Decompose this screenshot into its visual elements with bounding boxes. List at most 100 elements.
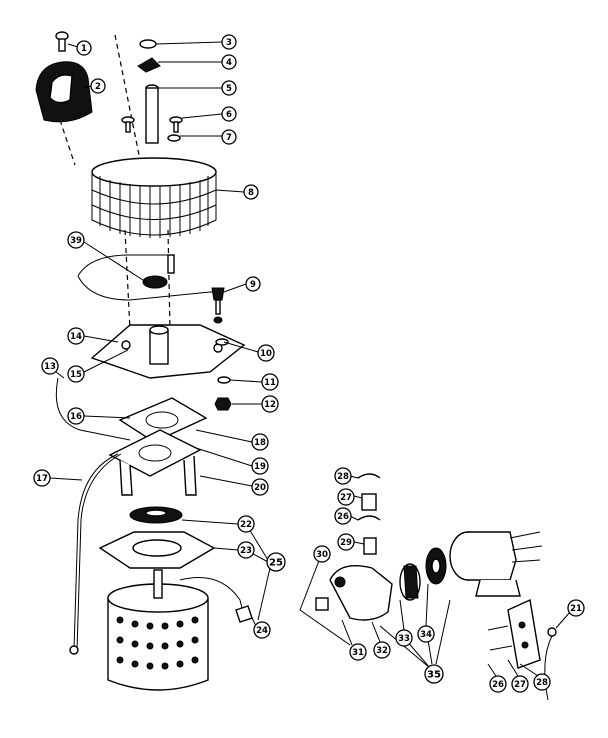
label-28-right: 28 [334, 467, 352, 485]
label-10: 10 [257, 344, 275, 362]
label-23: 23 [237, 541, 255, 559]
svg-text:24: 24 [256, 626, 268, 636]
svg-text:26: 26 [492, 680, 504, 690]
label-15: 15 [67, 365, 85, 383]
svg-text:22: 22 [240, 520, 252, 530]
svg-text:6: 6 [226, 110, 232, 120]
svg-text:21: 21 [570, 604, 582, 614]
label-27-bottom: 27 [511, 675, 529, 693]
svg-text:15: 15 [70, 370, 82, 380]
label-39: 39 [67, 231, 85, 249]
part-washer-10 [215, 338, 229, 346]
label-20: 20 [251, 478, 269, 496]
label-14: 14 [67, 327, 85, 345]
label-13: 13 [41, 357, 59, 375]
svg-text:1: 1 [81, 44, 87, 54]
part-impeller [399, 563, 421, 601]
label-7: 7 [221, 129, 237, 145]
svg-text:10: 10 [260, 349, 272, 359]
svg-text:19: 19 [254, 462, 266, 472]
svg-text:23: 23 [240, 546, 252, 556]
part-clip-2 [357, 515, 381, 521]
label-17: 17 [33, 469, 51, 487]
part-washer-11 [217, 376, 231, 384]
label-29: 29 [337, 533, 355, 551]
svg-text:31: 31 [352, 648, 364, 658]
svg-text:4: 4 [226, 58, 232, 68]
svg-text:7: 7 [226, 133, 232, 143]
label-5: 5 [221, 80, 237, 96]
svg-text:34: 34 [420, 630, 432, 640]
svg-text:8: 8 [248, 188, 254, 198]
label-11: 11 [261, 373, 279, 391]
label-18: 18 [251, 433, 269, 451]
label-19: 19 [251, 457, 269, 475]
svg-text:9: 9 [250, 280, 256, 290]
label-1: 1 [76, 40, 92, 56]
label-4: 4 [221, 54, 237, 70]
label-22: 22 [237, 515, 255, 533]
part-bushing-30 [315, 597, 329, 611]
label-30: 30 [313, 545, 331, 563]
part-washer [139, 39, 157, 49]
svg-text:3: 3 [226, 38, 232, 48]
svg-text:14: 14 [70, 332, 82, 342]
label-28-bottom: 28 [533, 673, 551, 691]
part-motor [107, 569, 253, 691]
part-basket [91, 157, 217, 238]
label-24: 24 [253, 621, 271, 639]
label-25: 25 [266, 552, 286, 572]
dashed-guides [59, 34, 171, 331]
part-power-cord [69, 453, 122, 655]
part-shaft [145, 84, 159, 144]
label-34: 34 [417, 625, 435, 643]
part-switch-cord [77, 254, 225, 324]
label-2: 2 [90, 78, 106, 94]
part-clip [137, 57, 161, 73]
part-washer-7 [167, 134, 181, 142]
svg-text:28: 28 [536, 678, 548, 688]
svg-text:26: 26 [337, 512, 349, 522]
svg-text:17: 17 [36, 474, 48, 484]
part-ground-wire [544, 627, 557, 701]
part-sleeve [361, 493, 377, 511]
svg-text:5: 5 [226, 84, 232, 94]
svg-text:12: 12 [264, 400, 276, 410]
part-pump-housing [329, 565, 393, 621]
svg-text:18: 18 [254, 438, 266, 448]
label-26-right: 26 [334, 507, 352, 525]
part-motor-bracket [108, 429, 202, 496]
svg-text:39: 39 [70, 236, 82, 246]
label-21: 21 [567, 599, 585, 617]
svg-text:30: 30 [316, 550, 328, 560]
part-wire-13 [55, 377, 131, 441]
part-plate [90, 324, 246, 379]
svg-text:13: 13 [44, 362, 56, 372]
label-3: 3 [221, 34, 237, 50]
label-32: 32 [373, 641, 391, 659]
svg-text:29: 29 [340, 538, 352, 548]
svg-text:32: 32 [376, 646, 388, 656]
label-9: 9 [245, 276, 261, 292]
part-nut-12 [214, 397, 232, 411]
label-16: 16 [67, 407, 85, 425]
svg-text:27: 27 [514, 680, 526, 690]
svg-text:28: 28 [337, 472, 349, 482]
part-terminal-plate [487, 598, 541, 669]
label-26-bottom: 26 [489, 675, 507, 693]
part-seal [425, 547, 447, 585]
part-cap [35, 61, 93, 123]
part-screw [55, 31, 69, 52]
svg-text:35: 35 [427, 670, 441, 681]
label-31: 31 [349, 643, 367, 661]
svg-text:27: 27 [340, 493, 352, 503]
part-mount-ring [98, 531, 216, 569]
part-spring-clip [357, 473, 381, 479]
part-disc [129, 506, 183, 524]
part-bushing [363, 537, 377, 555]
label-6: 6 [221, 106, 237, 122]
label-27-right: 27 [337, 488, 355, 506]
label-12: 12 [261, 395, 279, 413]
leader-lines [49, 41, 571, 677]
